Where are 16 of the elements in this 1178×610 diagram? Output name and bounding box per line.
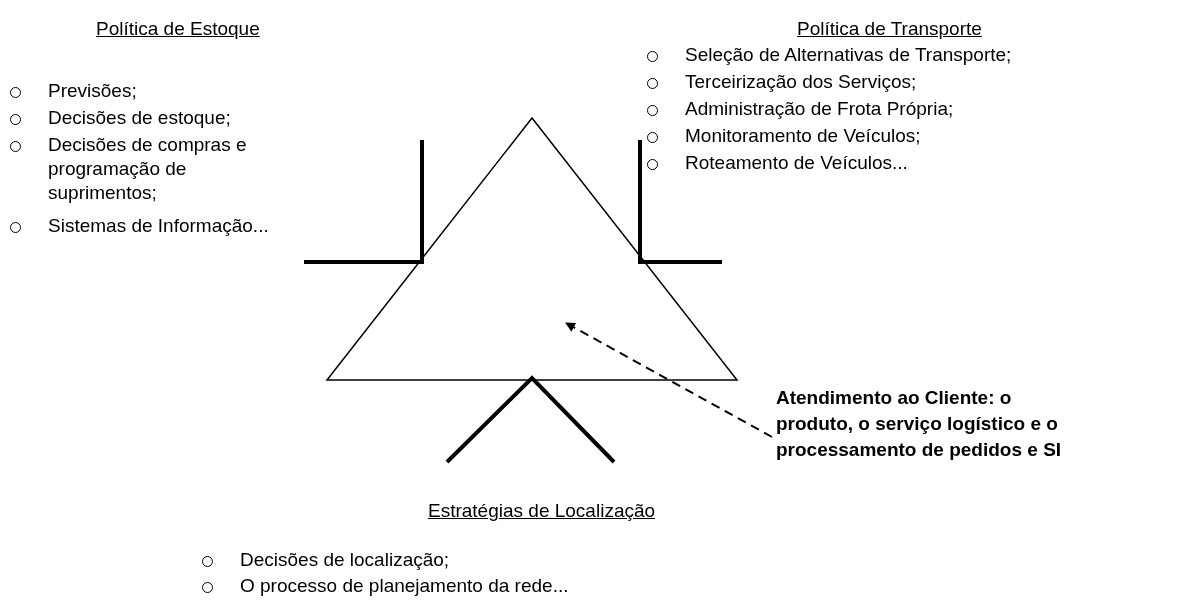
list-item: Administração de Frota Própria; <box>685 97 954 121</box>
list-item: Decisões de estoque; <box>48 106 231 130</box>
section-heading: Estratégias de Localização <box>428 500 656 522</box>
section-heading: Política de Estoque <box>96 18 260 40</box>
list-item: O processo de planejamento da rede... <box>240 574 569 598</box>
list-item: Previsões; <box>48 79 137 103</box>
list-item: Seleção de Alternativas de Transporte; <box>685 43 1012 67</box>
arrow <box>565 322 773 438</box>
list-item: Decisões de localização; <box>240 548 450 572</box>
section-heading: Política de Transporte <box>797 18 982 40</box>
list-item: Sistemas de Informação... <box>48 214 269 238</box>
list-item: Monitoramento de Veículos; <box>685 124 921 148</box>
callout-text: Atendimento ao Cliente: o produto, o serviço logístico e o processamento de pedidos e SI <box>776 385 1076 463</box>
list-item: Terceirização dos Serviços; <box>685 70 917 94</box>
list-item: Roteamento de Veículos... <box>685 151 908 175</box>
list-item: Decisões de compras e programação de suprimentos; <box>48 133 248 205</box>
